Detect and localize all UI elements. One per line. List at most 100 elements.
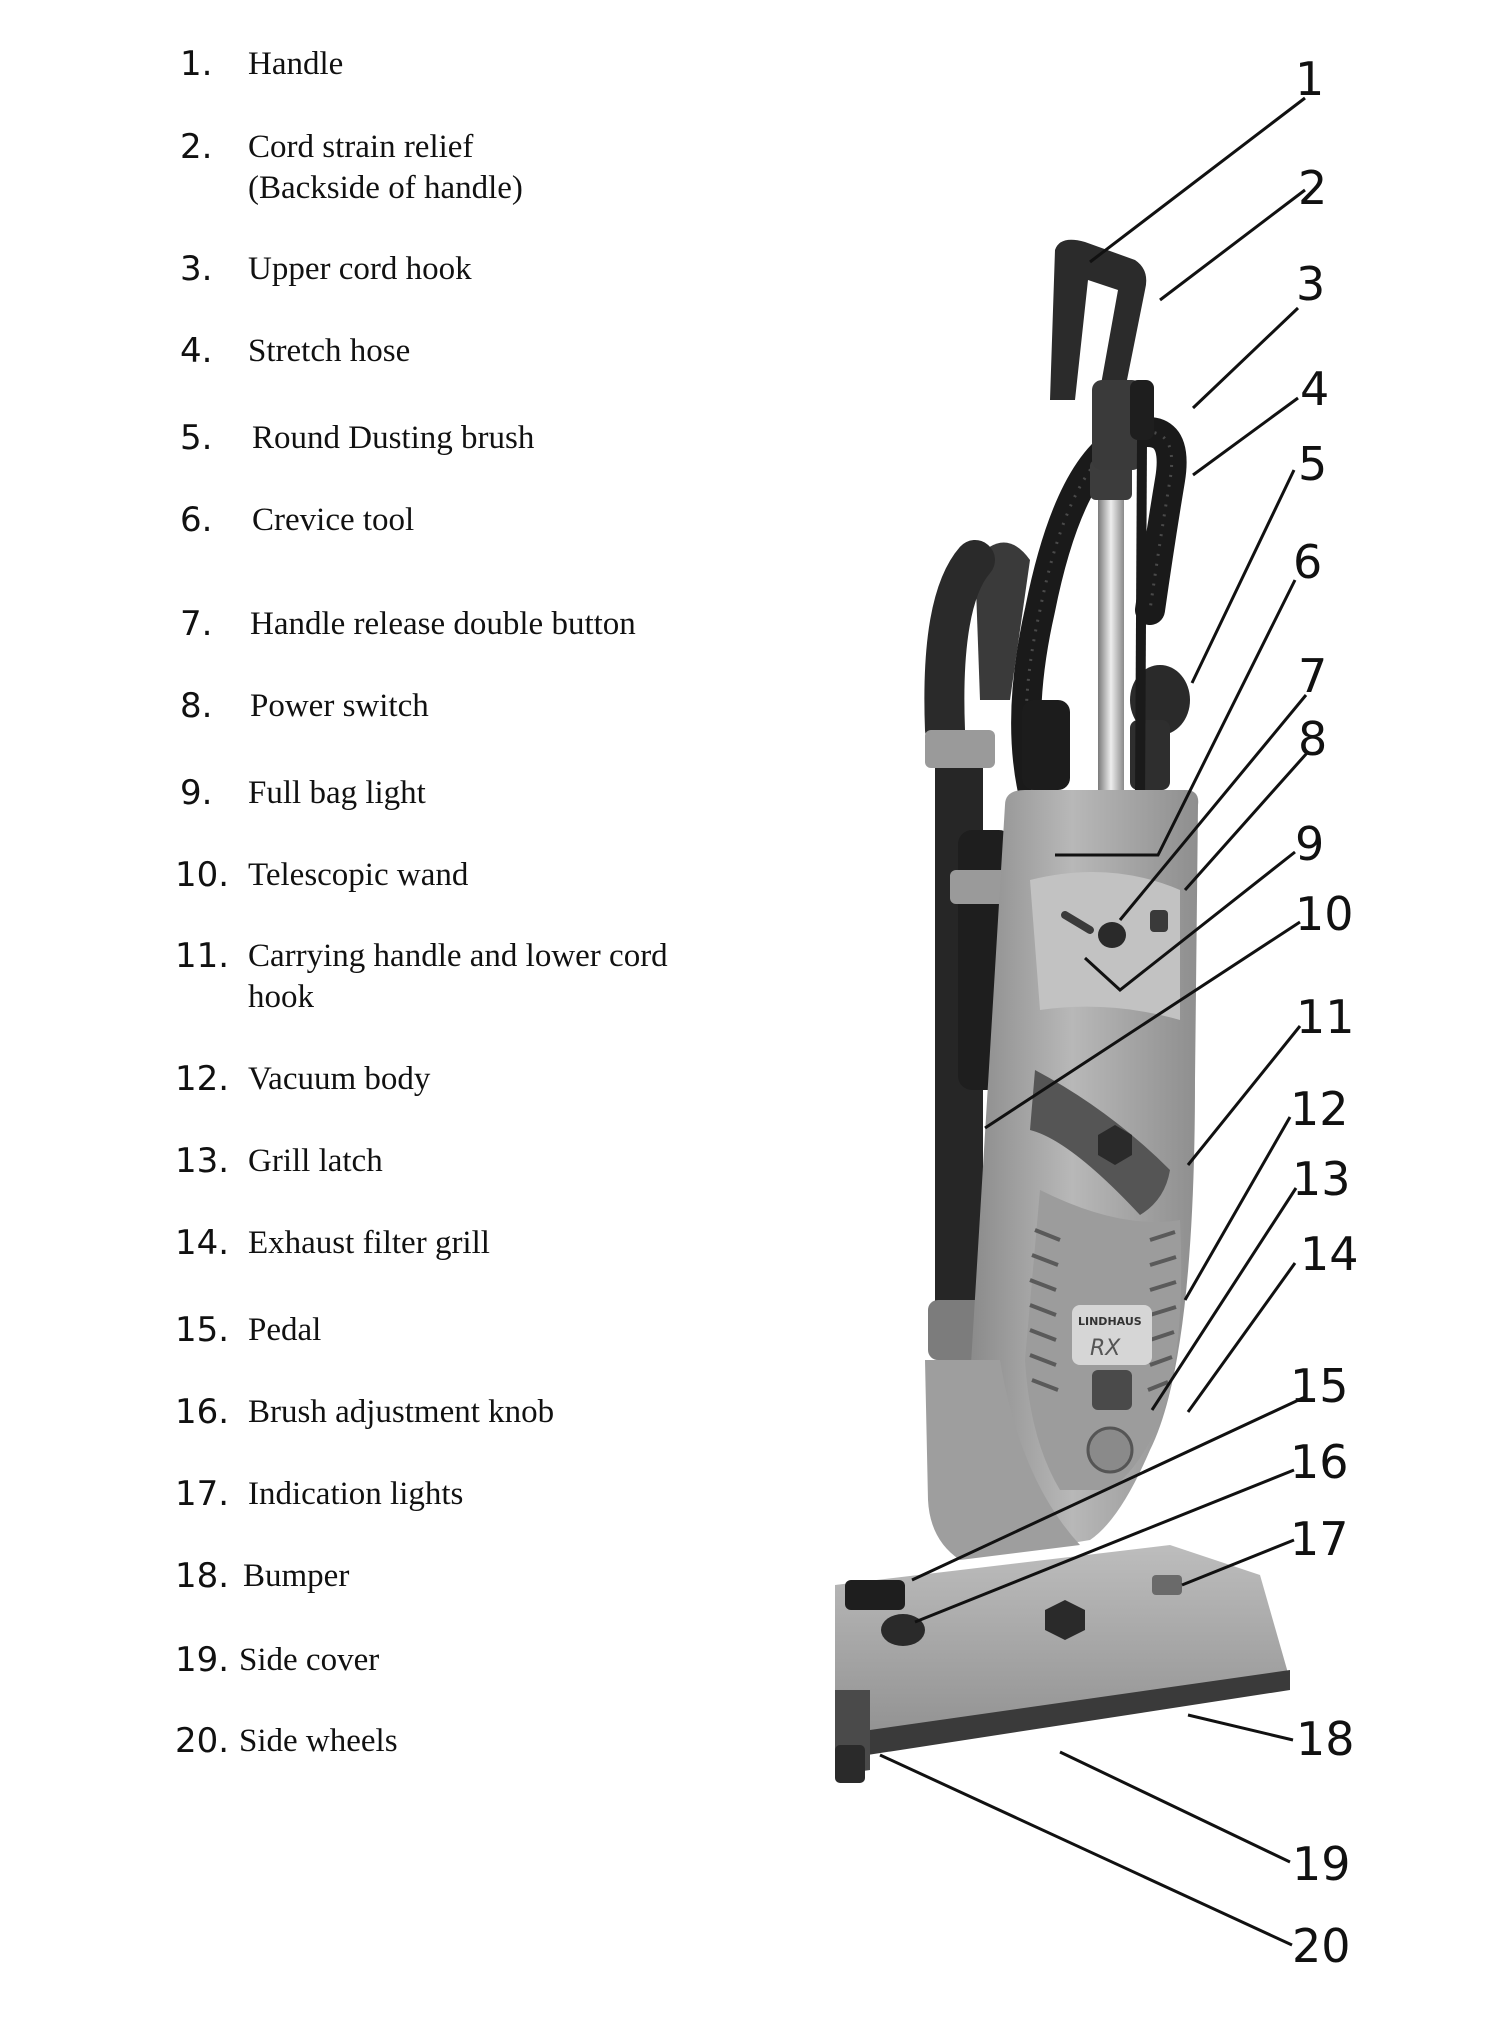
part-number: 1. (180, 44, 213, 84)
telescopic-wand (1098, 470, 1124, 830)
upper-cord-hook (1130, 380, 1154, 440)
leader-line-15 (911, 1395, 1306, 1582)
part-number: 17. (175, 1474, 230, 1514)
part-label-line2: (Backside of handle) (248, 170, 523, 206)
leader-line-3 (1191, 306, 1300, 410)
head-hex-screw (1045, 1600, 1085, 1640)
part-label: Handle (248, 46, 344, 82)
grill-latch (1092, 1370, 1132, 1410)
part-label: Side cover (239, 1642, 380, 1678)
leader-line-20 (879, 1753, 1293, 1947)
part-label: Handle release double button (250, 606, 636, 642)
leader-line-7 (1118, 694, 1308, 921)
hose-hook-top (975, 542, 1030, 700)
part-label: Bumper (243, 1558, 350, 1594)
handle-release-button (1061, 911, 1094, 934)
leader-line-16 (914, 1468, 1295, 1624)
indication-lights (1152, 1575, 1182, 1595)
leader-line-1 (1089, 96, 1306, 264)
part-number: 20. (175, 1721, 230, 1761)
full-bag-light (1150, 910, 1168, 932)
bumper (835, 1670, 1290, 1760)
part-number: 19. (175, 1640, 230, 1680)
part-number: 7. (180, 604, 213, 644)
part-number: 18. (175, 1556, 230, 1596)
part-number: 4. (180, 331, 213, 371)
leader-line-13 (1150, 1187, 1298, 1411)
grill-slats (1029, 1228, 1177, 1392)
part-number: 11. (175, 936, 230, 976)
callout-18: 18 (1296, 1712, 1355, 1766)
callout-13: 13 (1292, 1152, 1351, 1206)
leader-line-10 (984, 920, 1301, 1130)
leader-line-17 (1181, 1538, 1295, 1587)
part-number: 3. (180, 249, 213, 289)
parts-legend: 1. Handle 2. Cord strain relief (Backsid… (175, 44, 668, 1761)
callout-20: 20 (1292, 1919, 1351, 1973)
hose-connector (1022, 700, 1070, 790)
handle (1050, 239, 1147, 400)
part-label: Grill latch (248, 1143, 383, 1179)
carrying-handle-hex (1098, 1125, 1132, 1165)
part-number: 13. (175, 1141, 230, 1181)
part-number: 15. (175, 1310, 230, 1350)
part-label: Exhaust filter grill (248, 1225, 490, 1261)
lower-housing (925, 1360, 1080, 1560)
part-label: Power switch (250, 688, 429, 724)
leader-line-9 (1083, 850, 1296, 992)
part-number: 2. (180, 127, 213, 167)
handle-base (1092, 380, 1142, 470)
callout-1: 1 (1295, 52, 1324, 106)
part-label: Stretch hose (248, 333, 411, 369)
part-number: 6. (180, 500, 213, 540)
callout-15: 15 (1290, 1359, 1349, 1413)
part-label: Side wheels (239, 1723, 398, 1759)
brush-adjustment-knob (881, 1614, 925, 1646)
callout-11: 11 (1296, 990, 1355, 1044)
callout-12: 12 (1290, 1082, 1349, 1136)
part-label: Brush adjustment knob (248, 1394, 555, 1430)
brand-plate (1072, 1305, 1152, 1365)
callout-2: 2 (1298, 161, 1327, 215)
callout-19: 19 (1292, 1837, 1351, 1891)
leader-line-2 (1159, 188, 1306, 302)
part-label: Full bag light (248, 775, 426, 811)
callout-16: 16 (1290, 1435, 1349, 1489)
side-wheel (835, 1745, 865, 1783)
tube-collar (925, 730, 995, 768)
leader-line-5 (1190, 469, 1296, 684)
callout-6: 6 (1293, 535, 1322, 589)
callout-4: 4 (1300, 362, 1329, 416)
power-switch (1098, 922, 1126, 948)
power-cord (1135, 439, 1147, 801)
part-number: 16. (175, 1392, 230, 1432)
leader-lines (879, 96, 1309, 1947)
part-label: Upper cord hook (248, 251, 472, 287)
part-label: Indication lights (248, 1476, 464, 1512)
callout-7: 7 (1298, 649, 1327, 703)
pedal (845, 1580, 905, 1610)
part-number: 14. (175, 1223, 230, 1263)
part-label: Cord strain relief (248, 129, 474, 165)
leader-line-14 (1186, 1262, 1297, 1413)
leader-line-8 (1183, 752, 1309, 891)
callout-8: 8 (1298, 712, 1327, 766)
down-pipe-bend (924, 540, 995, 750)
brand-model: RX (1090, 1336, 1121, 1361)
callout-9: 9 (1295, 817, 1324, 871)
part-label: Round Dusting brush (252, 420, 535, 456)
callout-5: 5 (1298, 437, 1327, 491)
part-label: Telescopic wand (248, 857, 469, 893)
leader-line-4 (1192, 396, 1299, 477)
leader-line-12 (1183, 1116, 1292, 1301)
part-label: Pedal (248, 1312, 322, 1348)
part-label: Carrying handle and lower cord (248, 938, 668, 974)
part-label-line2: hook (248, 979, 314, 1015)
part-label: Vacuum body (248, 1061, 431, 1097)
callout-14: 14 (1300, 1227, 1359, 1281)
callout-3: 3 (1296, 257, 1325, 311)
part-number: 5. (180, 418, 213, 458)
leader-line-19 (1059, 1750, 1291, 1864)
